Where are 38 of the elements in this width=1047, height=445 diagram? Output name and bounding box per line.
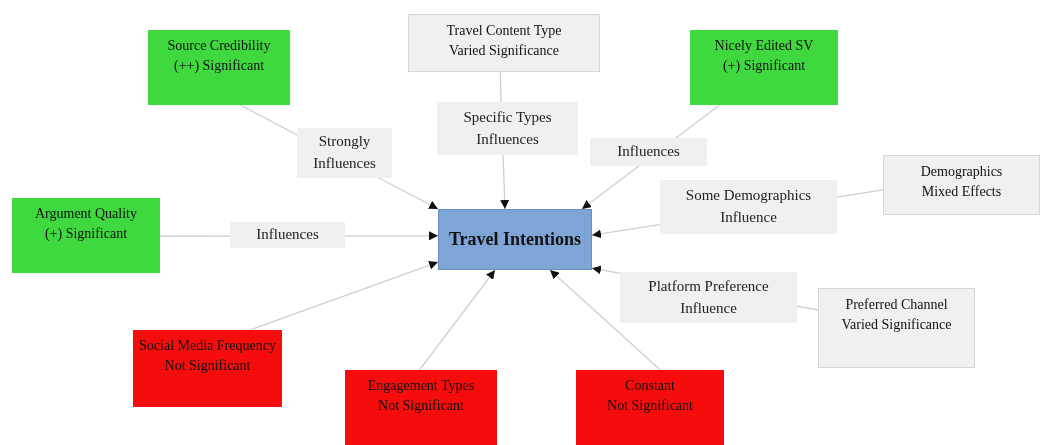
arrow — [249, 260, 439, 331]
node-text: Not Significant — [607, 397, 693, 416]
node-text: Travel Content Type — [446, 22, 562, 40]
node-text: Constant — [625, 377, 675, 395]
node-text: Travel Intentions — [448, 228, 582, 252]
arrow — [549, 269, 661, 371]
factor-box — [408, 14, 600, 72]
edge-label: Specific Types Influences — [437, 102, 578, 155]
node-text: (+) Significant — [722, 57, 806, 76]
node-text: Mixed Effects — [921, 183, 1002, 202]
edge-label: Platform Preference Influence — [620, 272, 797, 323]
arrow — [418, 269, 496, 371]
edge-label: Influences — [230, 222, 345, 248]
edge-label: Influences — [590, 138, 707, 166]
factor-box — [818, 288, 975, 368]
edge-label: Some Demographics Influence — [660, 180, 837, 234]
significant-factor-box — [12, 198, 160, 273]
node-text: Demographics — [920, 163, 1003, 181]
significant-factor-box — [690, 30, 838, 105]
outcome-box — [438, 209, 592, 270]
node-text: Engagement Types — [367, 377, 475, 395]
node-text: Not Significant — [378, 397, 464, 416]
non-significant-factor-box — [345, 370, 497, 445]
non-significant-factor-box — [576, 370, 724, 445]
non-significant-factor-box — [133, 330, 282, 407]
factor-box — [883, 155, 1040, 215]
node-text: Not Significant — [164, 357, 251, 376]
edge-label: Strongly Influences — [297, 128, 392, 178]
node-text: Source Credibility — [167, 37, 271, 55]
node-text: Nicely Edited SV — [714, 37, 814, 55]
node-text: Social Media Frequency — [139, 337, 276, 355]
node-text: Preferred Channel — [845, 296, 948, 314]
node-text: (+) Significant — [44, 225, 128, 244]
node-text: (++) Significant — [173, 57, 265, 76]
node-text: Argument Quality — [35, 205, 137, 223]
significant-factor-box — [148, 30, 290, 105]
node-text: Varied Significance — [841, 316, 952, 335]
node-text: Varied Significance — [449, 42, 559, 61]
